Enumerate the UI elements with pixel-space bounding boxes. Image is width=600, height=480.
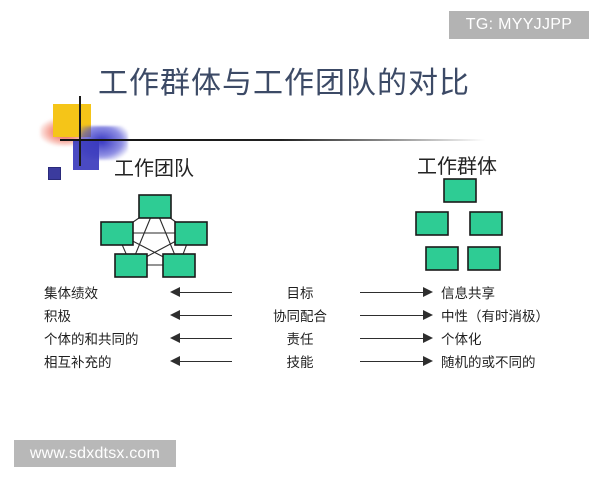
comparison-table: 集体绩效 目标 信息共享 积极 协同配合 中性（有时消极） 个体的和共同的 [44,280,554,372]
title-divider [60,139,485,141]
bullet-square-icon [48,167,61,180]
watermark-top: TG: MYYJJPP [449,11,589,39]
decorative-color-blocks [40,92,160,182]
row-left-value: 集体绩效 [44,285,98,302]
arrow-left-icon [164,355,254,367]
row-right-value: 信息共享 [441,285,495,302]
table-row: 集体绩效 目标 信息共享 [44,280,554,303]
row-middle-label: 协同配合 [273,308,327,325]
arrow-right-icon [346,355,441,367]
diagram-team-network [95,185,215,285]
column-heading-work-team: 工作团队 [114,156,194,180]
table-row: 个体的和共同的 责任 个体化 [44,326,554,349]
table-row: 相互补充的 技能 随机的或不同的 [44,349,554,372]
arrow-right-icon [346,332,441,344]
column-heading-work-group: 工作群体 [417,154,497,178]
watermark-bottom: www.sdxdtsx.com [14,440,176,467]
row-right-value: 随机的或不同的 [441,354,536,371]
table-row: 积极 协同配合 中性（有时消极） [44,303,554,326]
row-left-value: 相互补充的 [44,354,112,371]
deco-blue-square-solid-icon [73,140,99,170]
arrow-left-icon [164,332,254,344]
row-left-value: 积极 [44,308,71,325]
deco-vertical-line [79,96,81,166]
arrow-right-icon [346,286,441,298]
arrow-right-icon [346,309,441,321]
page-title: 工作群体与工作团队的对比 [98,66,470,101]
arrow-left-icon [164,309,254,321]
diagram-group-isolated [400,175,520,283]
row-middle-label: 目标 [286,285,314,302]
row-left-value: 个体的和共同的 [44,331,139,348]
row-right-value: 中性（有时消极） [441,308,549,325]
arrow-left-icon [164,286,254,298]
row-middle-label: 责任 [286,331,314,348]
row-middle-label: 技能 [286,354,314,371]
row-right-value: 个体化 [441,331,482,348]
